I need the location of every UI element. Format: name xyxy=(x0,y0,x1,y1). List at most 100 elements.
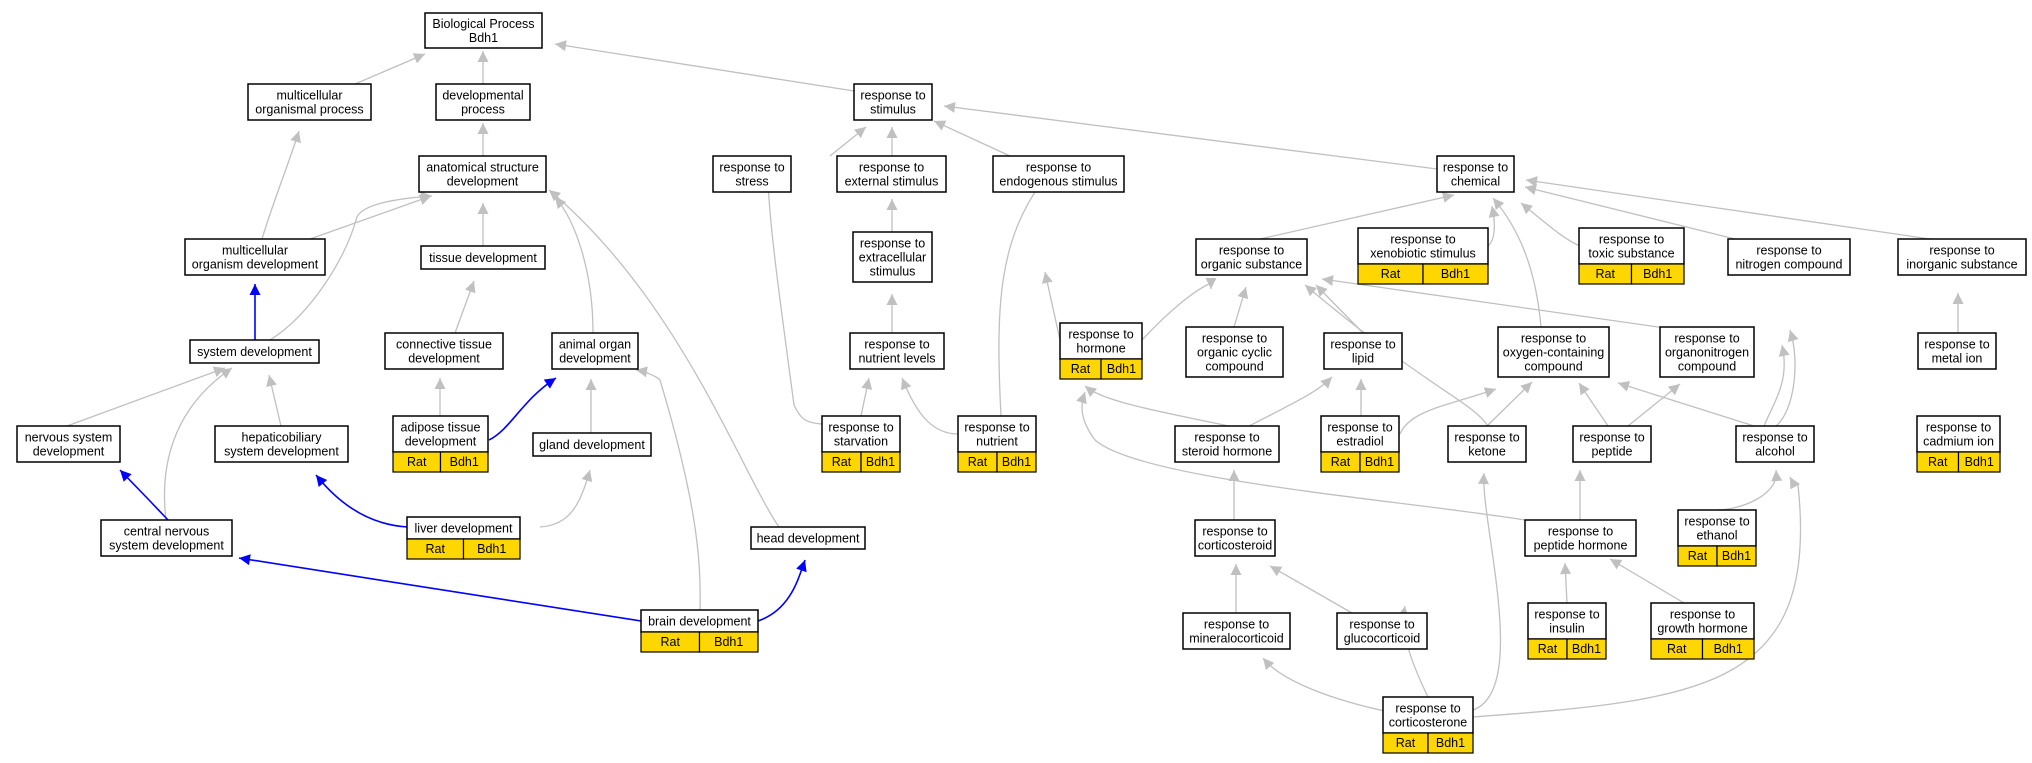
arrowhead xyxy=(1771,470,1783,482)
term-label: xenobiotic stimulus xyxy=(1370,247,1476,261)
gene-cell xyxy=(1630,263,1685,285)
term-box xyxy=(1524,519,1637,557)
term-box xyxy=(1182,612,1291,650)
arrowhead xyxy=(465,281,476,294)
term-box xyxy=(1336,612,1428,650)
is-a-edge xyxy=(1262,657,1395,714)
arrowhead xyxy=(1488,206,1500,218)
arrowhead xyxy=(1520,382,1532,394)
arrowhead xyxy=(1442,192,1454,203)
arrowhead xyxy=(1610,559,1623,570)
term-label: response to xyxy=(1194,431,1259,445)
gene-cell xyxy=(1957,451,2001,473)
gene-label: Bdh1 xyxy=(1107,362,1136,376)
term-box xyxy=(1578,227,1685,265)
is-a-edge xyxy=(1525,179,1931,240)
arrowhead xyxy=(886,199,898,210)
arrowhead xyxy=(581,470,593,483)
term-box xyxy=(384,332,504,370)
arrowhead xyxy=(412,53,425,64)
species-label: Rat xyxy=(1688,549,1708,563)
term-label: development xyxy=(559,352,631,366)
arrowhead xyxy=(212,366,225,377)
term-label: animal organ xyxy=(559,338,631,352)
arrowhead xyxy=(239,554,251,566)
is-a-edge xyxy=(1248,376,1333,427)
arrowhead xyxy=(853,127,866,139)
is-a-edge xyxy=(767,180,823,425)
term-label: nitrogen compound xyxy=(1735,258,1842,272)
species-label: Rat xyxy=(1071,362,1091,376)
term-label: response to xyxy=(1068,328,1133,342)
arrowhead xyxy=(549,190,561,202)
is-a-edge xyxy=(554,43,855,92)
term-label: corticosteroid xyxy=(1198,539,1272,553)
go-term-sysdev[interactable]: system development xyxy=(189,339,320,364)
species-label: Rat xyxy=(407,455,427,469)
go-term-gland[interactable]: gland development xyxy=(532,432,652,457)
go-term-tissue[interactable]: tissue development xyxy=(420,245,546,270)
go-term-head[interactable]: head development xyxy=(750,526,866,550)
species-label: Rat xyxy=(1928,455,1948,469)
term-label: endogenous stimulus xyxy=(999,175,1117,189)
part-of-edge xyxy=(315,474,409,528)
species-label: Rat xyxy=(832,455,852,469)
gene-cell xyxy=(1427,732,1474,754)
term-label: response to xyxy=(860,237,925,251)
gene-label: Bdh1 xyxy=(450,455,479,469)
term-label: stimulus xyxy=(870,103,916,117)
is-a-edge xyxy=(1716,469,1777,511)
term-label: process xyxy=(461,103,505,117)
arrowhead xyxy=(1790,477,1801,490)
term-label: peptide hormone xyxy=(1534,539,1628,553)
arrowhead xyxy=(1076,392,1087,405)
